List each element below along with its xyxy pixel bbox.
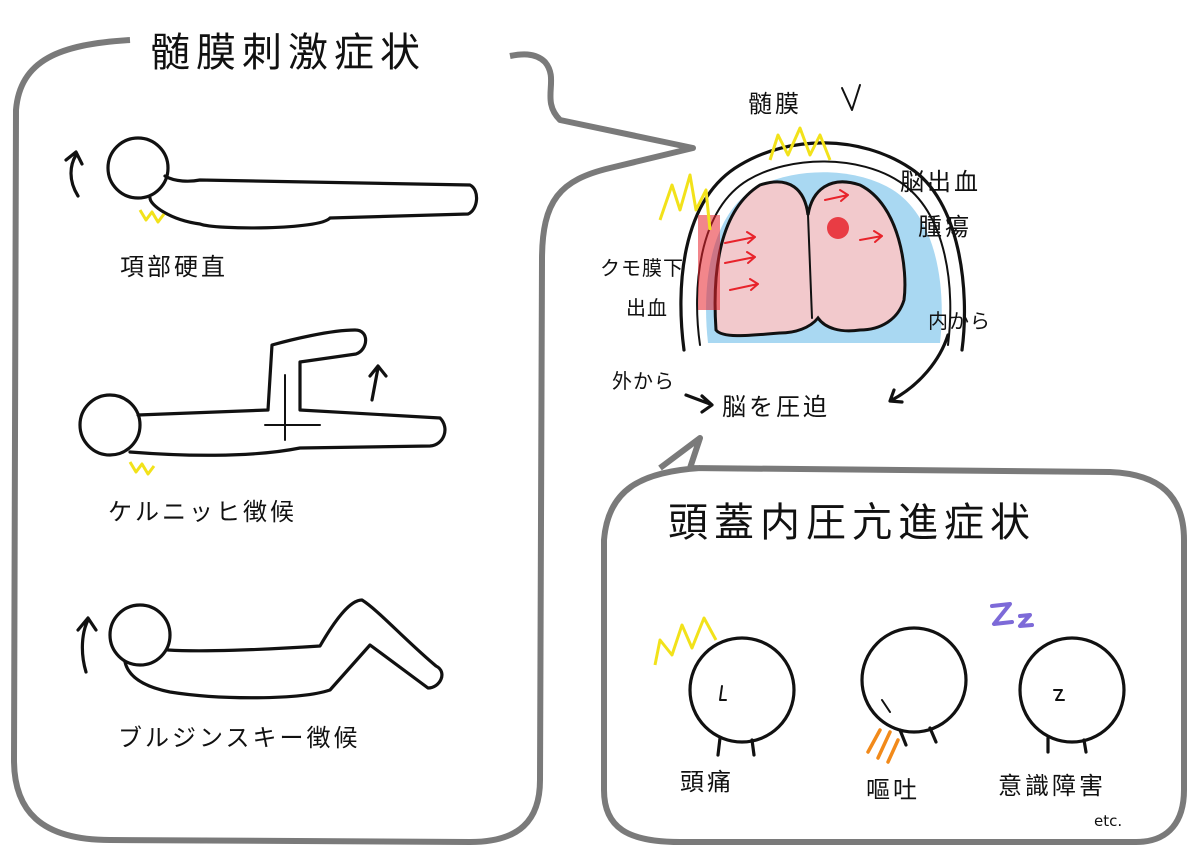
sah-blood-spot <box>698 215 720 310</box>
icp-title: 頭蓋内圧亢進症状 <box>668 500 1036 546</box>
consciousness-figure <box>990 602 1126 754</box>
meninges-pain-mark <box>768 126 832 161</box>
sign-brudzinski: ブルジンスキー徴候 <box>118 724 361 752</box>
label-from-inside: 内から <box>928 309 991 333</box>
head-outline <box>1018 636 1126 744</box>
body-outline <box>128 328 447 457</box>
meningeal-title: 髄膜刺激症状 <box>150 30 426 76</box>
kernig-figure <box>78 328 447 476</box>
hemorrhage-spot <box>827 217 849 239</box>
meninges-pointer <box>841 84 861 111</box>
headache-figure <box>653 616 796 757</box>
nuchal-rigidity-figure <box>64 136 479 230</box>
pain-mark <box>653 616 718 666</box>
brain-fissure <box>807 214 813 319</box>
neck-up-arrow <box>64 150 84 198</box>
mouth <box>719 685 727 701</box>
symptom-consciousness: 意識障害 <box>998 772 1106 800</box>
label-sah-line1: クモ膜下 <box>600 256 684 280</box>
neck-lines <box>898 726 938 747</box>
vomiting-figure <box>860 626 968 764</box>
etc-note: etc. <box>1094 812 1122 830</box>
head-outline <box>78 393 142 457</box>
label-sah-line2: 出血 <box>626 296 668 320</box>
neck-lines <box>1046 736 1088 754</box>
brudzinski-figure <box>76 598 444 700</box>
label-compress: 脳を圧迫 <box>722 393 830 421</box>
symptom-headache: 頭痛 <box>680 768 734 796</box>
sleep-zz-icon <box>990 602 1034 628</box>
leg-angle-marks <box>264 374 321 441</box>
neck-up-arrow <box>76 616 98 674</box>
head-outline <box>688 636 796 744</box>
arrow-inside <box>888 333 950 404</box>
neck-lines <box>716 736 756 757</box>
mouth <box>1053 689 1065 701</box>
skull-outline <box>679 141 967 352</box>
head-outline <box>108 603 172 667</box>
pressure-arrows <box>724 189 883 291</box>
neck-pain-mark <box>128 461 156 476</box>
symptom-vomiting: 嘔吐 <box>866 776 920 804</box>
head-outline <box>106 136 170 200</box>
vomit-lines <box>866 728 900 764</box>
mouth <box>881 699 891 713</box>
body-outline <box>123 598 444 700</box>
label-tumor: 腫瘍 <box>918 213 972 241</box>
meningeal-bubble <box>11 37 696 845</box>
label-meninges: 髄膜 <box>748 90 802 118</box>
head-outline <box>860 626 968 734</box>
neck-pain-mark <box>138 209 166 224</box>
sign-nuchal-rigidity: 項部硬直 <box>120 253 228 281</box>
sah-pain-mark <box>658 173 712 231</box>
sign-kernig: ケルニッヒ徴候 <box>108 498 297 526</box>
label-from-outside: 外から <box>612 369 675 393</box>
brain-diagram <box>658 84 967 352</box>
body-outline <box>148 174 479 230</box>
arrow-outside <box>684 393 714 414</box>
leg-up-arrow <box>368 364 388 402</box>
label-hemorrhage: 脳出血 <box>900 168 981 196</box>
